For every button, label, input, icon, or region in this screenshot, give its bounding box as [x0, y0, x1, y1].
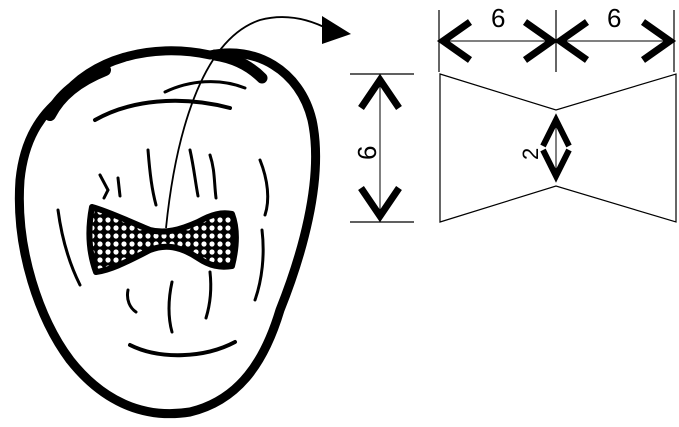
restoration-fill: [86, 204, 239, 275]
cusp-ridge: [128, 340, 237, 358]
tooth-outline-shade: [44, 64, 111, 121]
dimension-arrow-up: [358, 73, 402, 110]
isthmus-width-label: 2: [518, 148, 543, 160]
cusp-ridge: [93, 98, 232, 122]
dimension-arrow-left: [436, 19, 473, 63]
cusp-ridge: [258, 158, 270, 217]
curved-arrow-icon: [165, 16, 351, 229]
dimension-arrow-down: [540, 148, 572, 183]
tooth-outline-shade: [209, 49, 268, 84]
cavity-diagram: 6 6 6 2: [350, 3, 677, 223]
dimension-arrow-up: [540, 113, 572, 148]
left-height-label: 6: [352, 146, 382, 160]
cusp-ridge: [56, 208, 82, 287]
dimension-arrow-right: [640, 19, 677, 63]
arrow-head: [322, 16, 351, 44]
cusp-ridge: [126, 288, 138, 314]
cusp-ridge: [204, 270, 213, 320]
arrow-curve: [165, 16, 331, 229]
cusp-ridge: [116, 176, 122, 198]
cavity-outline: [439, 73, 677, 223]
dimension-arrow-left: [553, 19, 590, 63]
cusp-ridge: [98, 173, 110, 200]
dimension-arrow-right: [522, 19, 559, 63]
dimension-arrow-down: [358, 186, 402, 223]
cusp-ridge: [208, 153, 218, 200]
cusp-ridge: [167, 280, 174, 334]
tooth-drawing: [14, 46, 321, 419]
cusp-ridge: [163, 80, 247, 94]
top-right-width-label: 6: [607, 3, 621, 33]
top-left-width-label: 6: [491, 3, 505, 33]
cusp-ridge: [146, 148, 158, 207]
cusp-ridge: [188, 148, 200, 198]
cusp-ridge: [253, 228, 265, 302]
